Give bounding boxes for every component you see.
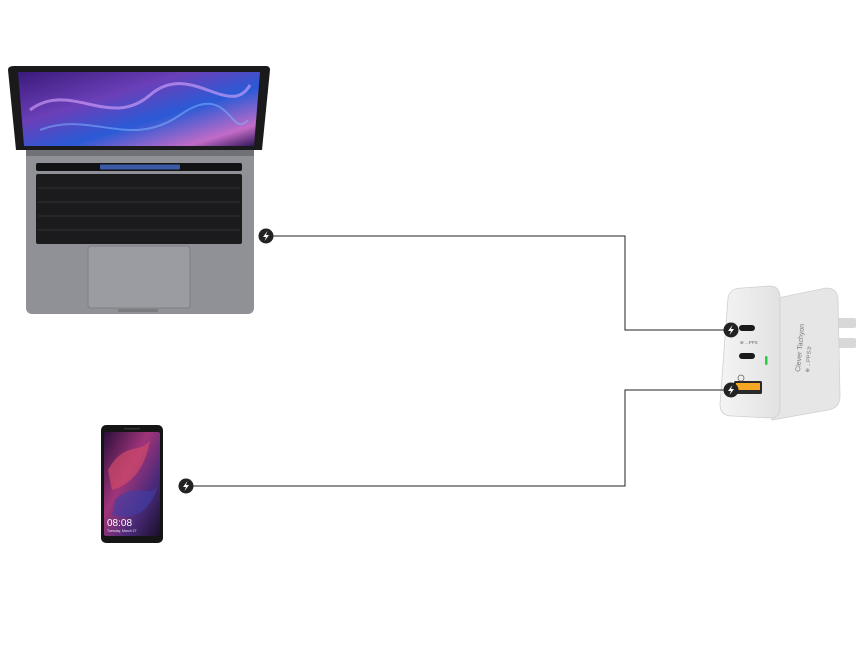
phone-lock-time: 08:08 — [107, 518, 132, 529]
laptop-wallpaper-swirl — [39, 102, 249, 131]
charging-bolt-icon — [178, 478, 194, 494]
wall-charger: ⊕ ...PPS Clever Tachyon ⊕ ...PPS③ — [719, 285, 856, 421]
charger-front-face — [719, 285, 781, 419]
connector-lines — [186, 235, 731, 487]
smartphone: 08:08 Tuesday, March 27 — [101, 425, 163, 543]
charger-usb-c-port-1 — [739, 325, 755, 331]
phone-earpiece — [124, 428, 140, 430]
laptop-front-lip — [118, 309, 158, 312]
phone-wallpaper-petal — [112, 485, 158, 517]
charger-pps-label: ⊕ ...PPS — [740, 340, 758, 345]
phone-wallpaper-petal — [108, 440, 150, 490]
charger-brand-pps: ⊕ ...PPS③ — [804, 346, 813, 373]
charger-brand-name: Clever Tachyon — [795, 324, 806, 373]
laptop-wallpaper-swirl — [29, 82, 252, 112]
phone-charger-cable — [186, 389, 731, 487]
charging-bolt-icon — [258, 228, 274, 244]
laptop-charger-cable — [266, 235, 731, 331]
charger-usb-c-port-2 — [739, 353, 755, 359]
charger-prong — [834, 318, 856, 328]
laptop-key-rows — [38, 187, 240, 231]
charger-status-led — [765, 356, 768, 365]
charger-qc-icon — [737, 374, 745, 382]
laptop — [8, 66, 270, 314]
charging-bolt-icon — [723, 322, 739, 338]
phone-lock-date: Tuesday, March 27 — [107, 529, 137, 533]
laptop-display — [18, 72, 260, 146]
charger-side-face — [767, 287, 841, 421]
charging-bolt-icon — [723, 382, 739, 398]
charger-usb-a-insert — [736, 383, 760, 390]
laptop-hinge — [26, 150, 254, 156]
laptop-trackpad — [87, 245, 191, 309]
laptop-keyboard — [36, 174, 242, 244]
charger-prong — [834, 338, 856, 348]
laptop-touchbar-strip — [100, 164, 180, 170]
